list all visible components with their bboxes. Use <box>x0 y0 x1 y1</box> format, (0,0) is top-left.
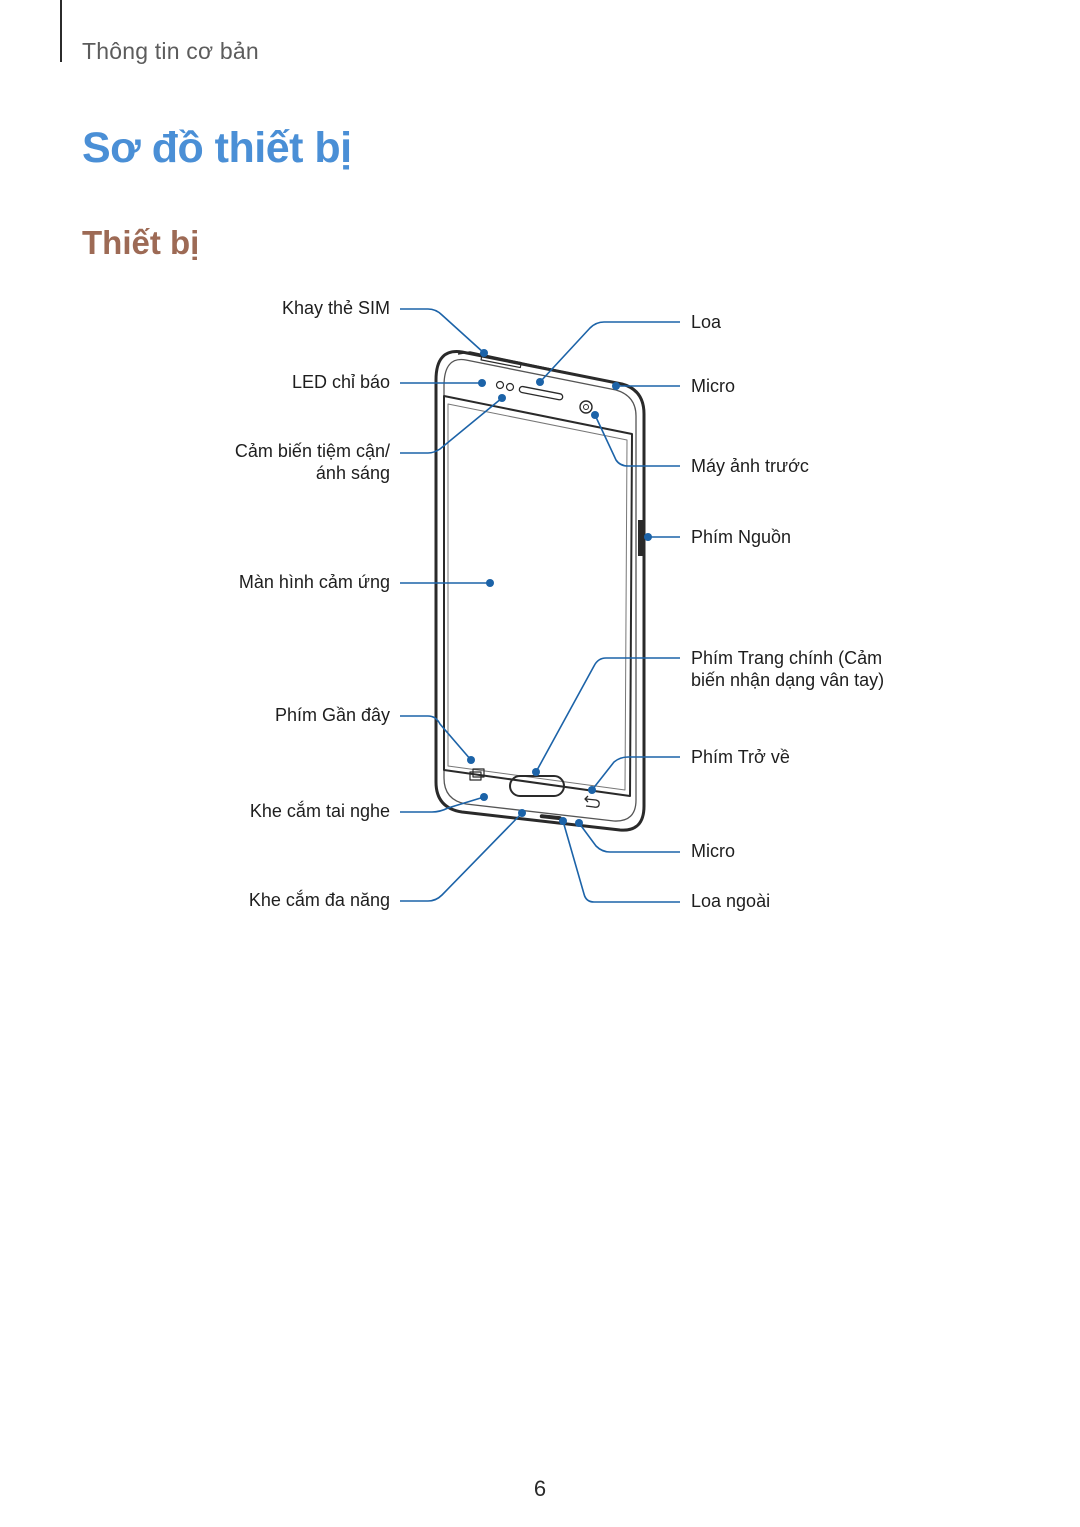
label-back-key: Phím Trở về <box>691 747 790 767</box>
label-proximity-sensor-line2: ánh sáng <box>315 463 390 483</box>
section-name: Thông tin cơ bản <box>82 38 259 64</box>
phone-illustration <box>434 350 646 832</box>
label-bottom-microphone: Micro <box>691 841 735 861</box>
label-led-indicator: LED chỉ báo <box>291 372 390 392</box>
label-home-key-line2: biến nhận dạng vân tay) <box>691 670 885 690</box>
label-touchscreen: Màn hình cảm ứng <box>238 572 390 592</box>
label-proximity-sensor-line1: Cảm biến tiệm cận/ <box>234 441 390 461</box>
label-sim-tray: Khay thẻ SIM <box>281 298 390 318</box>
margin-rule <box>60 0 62 62</box>
label-home-key: Phím Trang chính (Cảm biến nhận dạng vân… <box>691 647 884 691</box>
section-subtitle: Thiết bị <box>82 224 200 261</box>
label-top-microphone: Micro <box>691 376 735 396</box>
callout-lines <box>400 308 680 903</box>
label-loudspeaker: Loa ngoài <box>691 891 771 911</box>
label-home-key-line1: Phím Trang chính (Cảm <box>691 648 883 668</box>
label-power-key: Phím Nguồn <box>691 527 792 547</box>
label-multipurpose-jack: Khe cắm đa năng <box>248 890 390 910</box>
label-proximity-sensor: Cảm biến tiệm cận/ ánh sáng <box>235 440 390 484</box>
page-number: 6 <box>533 1476 547 1501</box>
page-title: Sơ đồ thiết bị <box>82 124 352 172</box>
label-recent-apps-key: Phím Gần đây <box>274 705 390 725</box>
label-headset-jack: Khe cắm tai nghe <box>249 801 390 821</box>
label-front-camera: Máy ảnh trước <box>691 456 809 476</box>
label-earpiece: Loa <box>691 312 722 332</box>
callout-dots <box>467 349 652 827</box>
